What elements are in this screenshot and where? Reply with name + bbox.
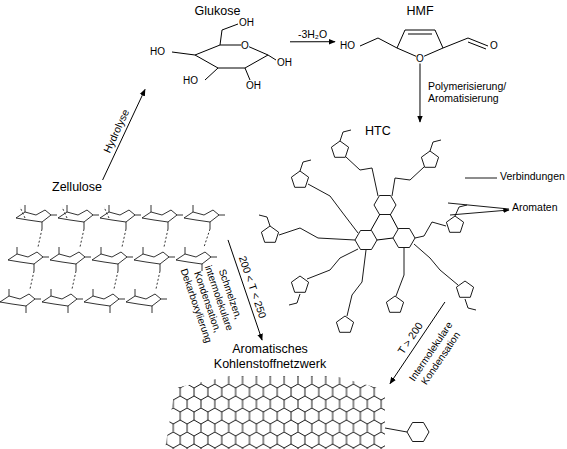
reaction-condition: T > 200 xyxy=(395,320,425,356)
htc-furan xyxy=(291,171,308,187)
atom-label: HO xyxy=(183,75,198,86)
cellulose-unit xyxy=(184,205,225,229)
htc-aromatic xyxy=(374,196,396,215)
reaction-condition: Polymerisierung/ Aromatisierung xyxy=(428,80,520,104)
atom-label: OH xyxy=(246,80,261,91)
reaction-arrow xyxy=(290,41,335,42)
cellulose-unit xyxy=(8,247,49,271)
htc-furan xyxy=(291,276,308,292)
cellulose-unit xyxy=(92,247,133,271)
htc-furan xyxy=(336,316,353,332)
atom-label: HO xyxy=(150,46,165,57)
structure-title: HTC xyxy=(365,124,391,139)
structure-group: HTC xyxy=(245,122,505,302)
structure-title: Glukose xyxy=(145,4,290,19)
atom-label: O xyxy=(490,40,498,51)
structure-title: Aromatisches Kohlenstoffnetzwerk xyxy=(200,342,340,372)
htc-furan xyxy=(456,281,473,297)
structure-group: Glukose xyxy=(145,4,290,94)
structure-title: HMF xyxy=(335,4,505,19)
reaction-condition: -3H₂O xyxy=(298,28,327,40)
cellulose-unit xyxy=(16,205,57,229)
atom-label: HO xyxy=(340,40,355,51)
atom-label: OH xyxy=(239,17,254,28)
annotation: Aromaten xyxy=(512,202,558,213)
htc-furan xyxy=(386,296,403,312)
network-bond xyxy=(385,428,407,432)
hmf-bonds xyxy=(360,34,488,49)
atom-label: O xyxy=(241,40,249,51)
cellulose-unit xyxy=(84,289,125,313)
htc-aromatic xyxy=(355,231,377,250)
carbon-network xyxy=(165,376,385,449)
htc-furan xyxy=(421,151,438,167)
annotation: Verbindungen xyxy=(500,171,565,182)
htc-furan xyxy=(331,141,348,157)
htc-chains xyxy=(279,157,458,316)
htc-bonds xyxy=(371,214,398,240)
cellulose-unit xyxy=(42,289,83,313)
cellulose-unit xyxy=(134,247,175,271)
cellulose-unit xyxy=(142,205,183,229)
cellulose-unit xyxy=(58,205,99,229)
htc-furan xyxy=(261,226,278,242)
atom-label: OH xyxy=(277,57,292,68)
glucose-bonds xyxy=(172,24,276,80)
cellulose-unit xyxy=(126,289,167,313)
cellulose-unit xyxy=(0,289,41,313)
reaction-arrow xyxy=(419,62,420,122)
cellulose-unit xyxy=(50,247,91,271)
glucose-ring xyxy=(195,45,268,68)
structure-group: Aromatisches Kohlenstoffnetzwerk xyxy=(150,340,390,449)
leader-arrow xyxy=(448,178,509,215)
htc-furan xyxy=(446,216,463,232)
htc-aromatic xyxy=(393,229,415,248)
atom-label: O xyxy=(416,53,424,64)
htc-side-groups xyxy=(259,130,476,310)
structure-title: Zellulose xyxy=(52,180,102,195)
reaction-condition: Hydrolyse xyxy=(100,107,131,154)
network-side-ring xyxy=(407,423,429,442)
cellulose-unit xyxy=(100,205,141,229)
